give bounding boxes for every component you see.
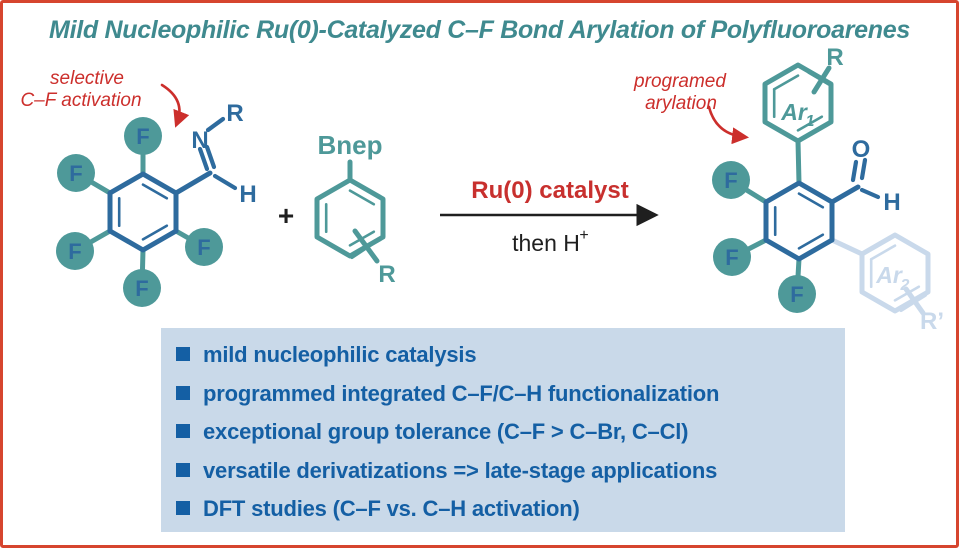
highlight-text: versatile derivatizations => late-stage … — [203, 457, 718, 483]
benzene-ring — [314, 177, 386, 259]
annotation-text: arylation — [645, 93, 717, 114]
c-h-bond — [212, 173, 238, 191]
fluorine-label: F — [724, 168, 737, 193]
ar1-label: Ar — [780, 99, 808, 125]
n-r-bond — [205, 116, 226, 133]
conditions-label: then H — [512, 230, 580, 256]
fluorine-badge: F — [185, 228, 223, 266]
ar2-label: Ar — [875, 262, 903, 288]
highlight-item: DFT studies (C–F vs. C–H activation) — [161, 490, 845, 529]
double-bond-line — [772, 74, 800, 91]
fluorine-badge: F — [712, 161, 750, 199]
curved-arrow — [160, 83, 190, 128]
highlight-text: exceptional group tolerance (C–F > C–Br,… — [203, 419, 689, 445]
ar1-subscript: 1 — [806, 113, 815, 130]
product-structure: Ar 2 R’ O H — [712, 44, 944, 335]
conditions-superscript: + — [579, 227, 588, 244]
double-bond-line — [141, 224, 169, 241]
ring-cho-bond — [829, 184, 861, 205]
reactant-aryl-boronate: Bnep R — [314, 130, 396, 288]
highlight-item: programmed integrated C–F/C–H functional… — [161, 375, 845, 414]
fluorine-label: F — [197, 235, 210, 260]
annotation-text: programed — [633, 71, 727, 92]
bullet-square-icon — [176, 462, 190, 477]
aldehyde-group: O H — [829, 136, 901, 216]
r-group-label: R — [826, 44, 843, 71]
bnep-label: Bnep — [318, 130, 383, 160]
bullet-square-icon — [176, 501, 190, 516]
highlight-text: DFT studies (C–F vs. C–H activation) — [203, 496, 580, 522]
fluorine-label: F — [69, 161, 82, 186]
fluorine-label: F — [68, 239, 81, 264]
fluorine-label: F — [135, 276, 148, 301]
fluorine-badge: F — [713, 238, 751, 276]
fluorine-label: F — [136, 124, 149, 149]
hydrogen-label: H — [883, 189, 900, 216]
annotation-text: C–F activation — [20, 90, 141, 111]
c-o-double-bond — [859, 157, 868, 181]
double-bond-line — [797, 233, 825, 250]
highlight-text: programmed integrated C–F/C–H functional… — [203, 380, 720, 406]
r-group-label: R — [378, 261, 395, 288]
ring-ch-bond — [173, 170, 213, 196]
bullet-square-icon — [176, 347, 190, 362]
highlights-panel: mild nucleophilic catalysis programmed i… — [161, 328, 845, 532]
fluorine-badge: F — [56, 232, 94, 270]
curved-arrow — [707, 105, 750, 145]
fluorine-label: F — [790, 282, 803, 307]
variable-position-tick — [350, 237, 381, 259]
nitrogen-label: N — [191, 127, 208, 154]
fluorine-label: F — [725, 245, 738, 270]
variable-position-tick — [899, 293, 927, 312]
double-bond-line — [797, 192, 825, 209]
highlight-text: mild nucleophilic catalysis — [203, 342, 477, 368]
highlight-item: exceptional group tolerance (C–F > C–Br,… — [161, 413, 845, 452]
double-bond-line — [869, 244, 897, 261]
ar2-subscript: 2 — [900, 277, 910, 294]
double-bond-line — [141, 183, 169, 200]
bullet-square-icon — [176, 424, 190, 439]
ar2-ghost-ring: Ar 2 R’ — [829, 232, 944, 335]
hydrogen-label: H — [239, 181, 256, 208]
bullet-square-icon — [176, 385, 190, 400]
c-h-bond — [859, 187, 881, 200]
annotation-text: selective — [50, 68, 124, 89]
benzene-ring — [859, 232, 931, 314]
r-prime-label: R’ — [920, 308, 944, 335]
double-bond-line — [348, 189, 376, 206]
double-bond-line — [796, 115, 824, 132]
catalyst-label: Ru(0) catalyst — [471, 177, 628, 204]
ar1-ring: Ar 1 R — [762, 44, 844, 144]
highlight-item: versatile derivatizations => late-stage … — [161, 452, 845, 491]
page-title: Mild Nucleophilic Ru(0)-Catalyzed C–F Bo… — [49, 16, 910, 44]
r-group-label: R — [226, 100, 243, 127]
fluorine-badge: F — [57, 154, 95, 192]
reaction-arrow-group: Ru(0) catalyst then H + — [440, 177, 659, 256]
variable-position-tick — [807, 70, 833, 87]
fluorine-badge: F — [778, 275, 816, 313]
reactant-polyfluoroarene-imine: N R H F F F F F — [56, 100, 257, 307]
c-n-double-bond — [204, 144, 217, 170]
plus-sign: + — [278, 200, 294, 231]
oxygen-label: O — [852, 136, 871, 163]
c-o-double-bond — [850, 159, 859, 183]
programed-arylation-annotation: programed arylation — [633, 71, 750, 145]
fluorine-badge: F — [124, 117, 162, 155]
highlight-item: mild nucleophilic catalysis — [161, 336, 845, 375]
reaction-scheme-canvas: N R H F F F F F — [20, 44, 944, 335]
fluorine-badge: F — [123, 269, 161, 307]
selective-activation-annotation: selective C–F activation — [20, 68, 190, 128]
ring-ar2-bond — [829, 237, 865, 257]
c-n-double-bond — [197, 146, 210, 172]
ring-ar1-bond — [795, 138, 802, 186]
